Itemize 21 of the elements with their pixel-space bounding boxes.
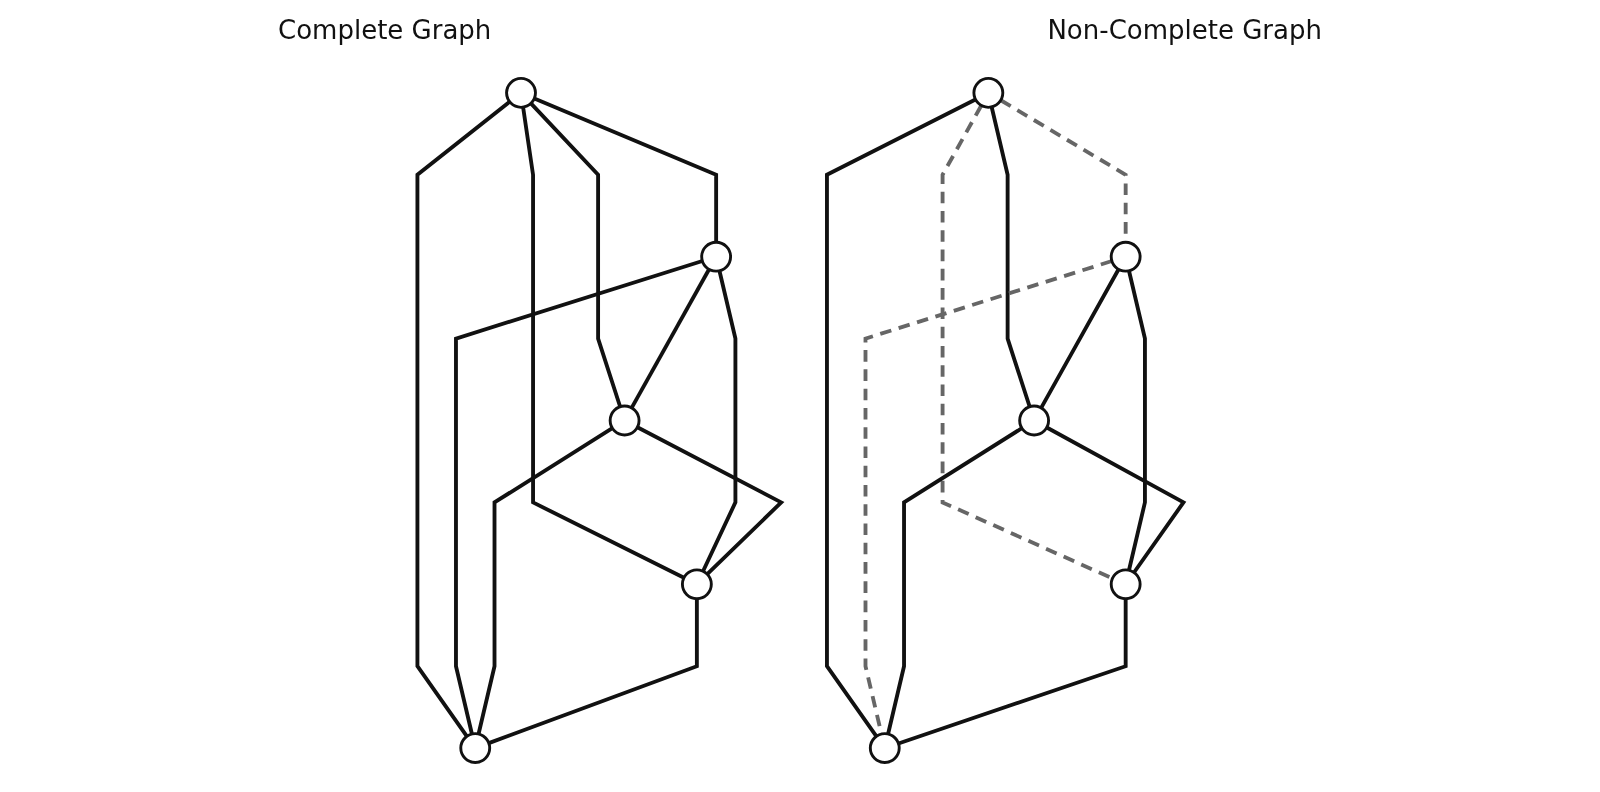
connector	[897, 598, 1128, 745]
connector	[520, 106, 685, 580]
connector	[529, 101, 622, 407]
connector	[1039, 267, 1120, 409]
graph-heading: Non-Complete Graph	[1047, 15, 1322, 45]
connector	[533, 96, 718, 242]
connector	[989, 106, 1032, 407]
connector	[863, 258, 1112, 734]
connector	[453, 258, 703, 734]
connector	[1126, 269, 1147, 571]
connector	[487, 598, 699, 745]
connector	[700, 269, 737, 572]
connector	[476, 426, 613, 734]
connector	[824, 97, 976, 737]
connector	[636, 425, 784, 576]
connector	[629, 267, 711, 409]
connector	[1045, 425, 1186, 574]
connector	[940, 104, 1113, 580]
graph-heading: Complete Graph	[278, 15, 492, 45]
connector	[885, 426, 1023, 734]
connector	[415, 99, 511, 737]
